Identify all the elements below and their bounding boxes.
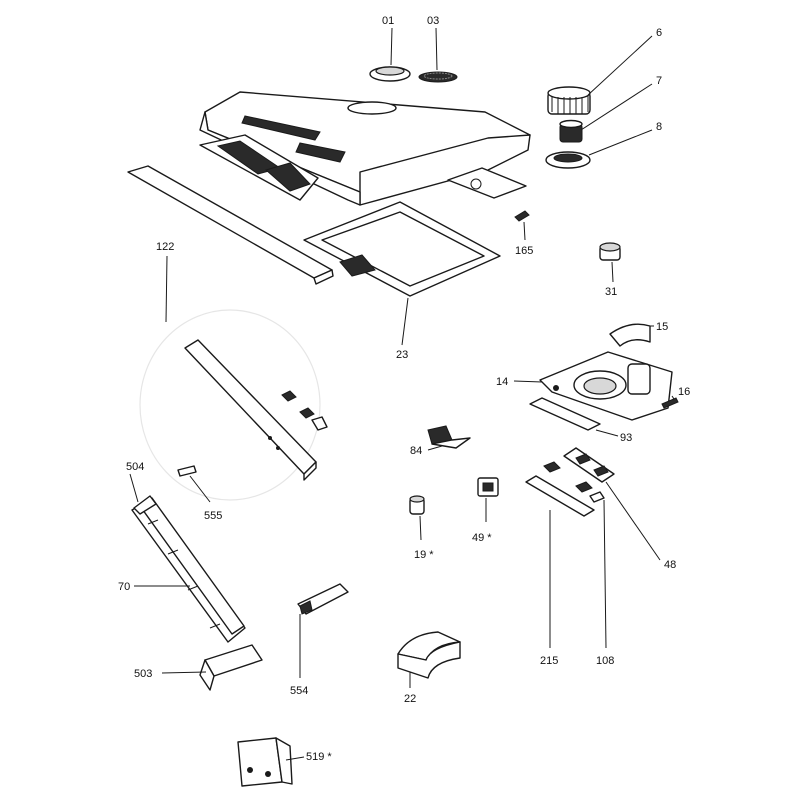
leader-503 [161,671,207,674]
label-48: 48 [664,559,676,571]
label-7: 7 [656,75,662,87]
part-8-motor-base [545,151,591,169]
label-14: 14 [496,376,508,388]
leader-19 [419,515,422,541]
label-555: 555 [204,510,222,522]
part-519-mount-bracket [237,737,293,787]
part-503-bottom-cap [199,644,263,691]
label-03: 03 [427,15,439,27]
label-01: 01 [382,15,394,27]
label-15: 15 [656,321,668,333]
part-554-hinge [297,583,349,615]
leader-504 [129,473,139,503]
background-ghost-outline [139,309,321,501]
leader-122 [165,255,168,323]
label-554: 554 [290,685,308,697]
label-504: 504 [126,461,144,473]
part-15-duct-elbow [609,323,651,347]
label-16: 16 [678,386,690,398]
label-19: 19 * [414,549,434,561]
label-215: 215 [540,655,558,667]
part-165-clip [514,210,530,222]
leader-108 [603,499,607,649]
part-108-switch-block [543,461,605,503]
leader-7 [580,83,653,131]
part-31-knob [599,242,621,261]
part-6-fan-wheel [547,86,591,115]
part-215-rail [525,475,595,517]
label-122: 122 [156,241,174,253]
part-49-switch [477,477,499,497]
label-70: 70 [118,581,130,593]
label-6: 6 [656,27,662,39]
part-555-clip [177,465,197,477]
hood-body [199,91,531,206]
leader-03 [435,27,438,71]
hood-side-bracket [447,167,527,199]
part-01-cap [369,66,411,82]
part-03-mesh-disc [418,71,458,83]
part-84-light-holder [427,425,471,449]
label-23: 23 [396,349,408,361]
leader-519 [285,756,305,761]
part-23-filter-frame [303,201,501,297]
switch-pair [281,390,328,431]
part-19-bulb [409,495,425,515]
part-16-screw [661,397,679,409]
label-22: 22 [404,693,416,705]
leader-555 [189,475,211,503]
label-8: 8 [656,121,662,133]
part-504-top-cap [133,495,157,515]
part-22-curved-duct [397,631,461,679]
part-93-bracket-strip [529,397,601,431]
front-rail [127,165,334,285]
label-165: 165 [515,245,533,257]
label-84: 84 [410,445,422,457]
leader-6 [587,35,653,96]
label-31: 31 [605,286,617,298]
leader-01 [390,27,393,66]
leader-84 [427,445,443,451]
label-519: 519 * [306,751,332,763]
part-14-fan-housing [539,351,673,421]
part-48-control-board [563,447,615,483]
leader-8 [588,129,653,156]
label-93: 93 [620,432,632,444]
label-108: 108 [596,655,614,667]
control-panel-bar [184,339,317,481]
leader-165 [523,221,526,241]
leader-14 [513,380,543,383]
label-503: 503 [134,668,152,680]
leader-16 [671,395,675,400]
leader-31 [611,261,614,283]
leader-23 [401,297,409,346]
hood-lower-tray [199,134,319,201]
leader-48 [605,481,661,561]
label-49: 49 * [472,532,492,544]
part-70-side-panel [131,497,246,643]
part-7-motor [559,119,583,143]
leader-93 [595,429,619,437]
